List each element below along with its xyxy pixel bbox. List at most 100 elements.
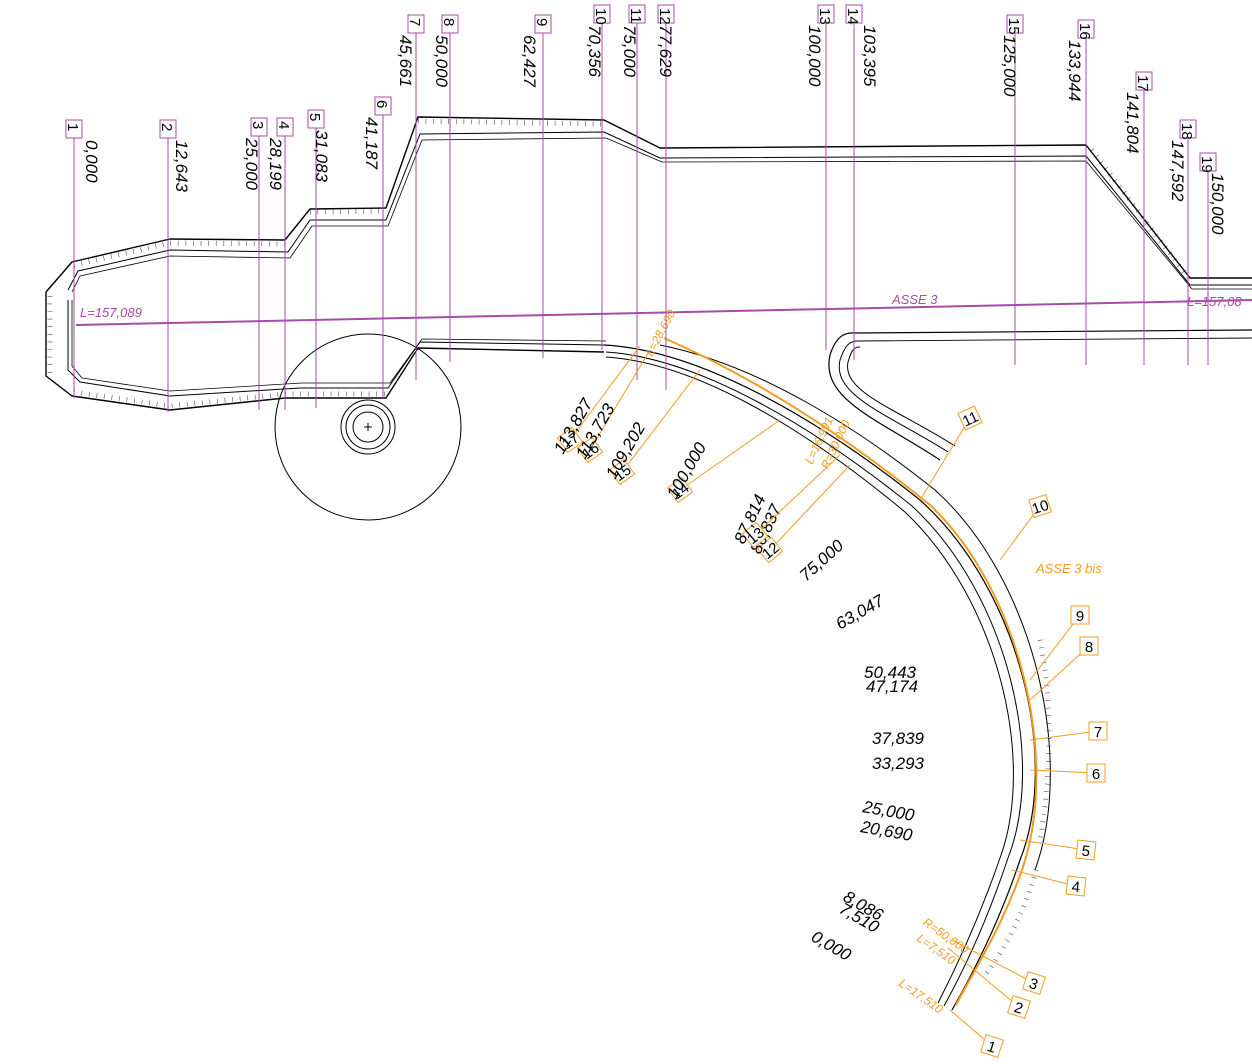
axis3-section-number: 2: [158, 123, 175, 131]
axis3-section-box: [441, 14, 459, 34]
axis3bis-section-box: [756, 536, 784, 564]
axis3-section-chainage: 41,187: [362, 117, 381, 170]
axis3bis-section-number: 8: [1085, 639, 1093, 656]
axis3bis-section-chainage: 63,047: [833, 591, 888, 634]
axis3bis-section-number: 4: [1071, 879, 1081, 897]
roundabout: [274, 333, 462, 521]
axis3-section-box: [276, 117, 294, 137]
axis3bis-section-line: [1019, 839, 1087, 851]
axis3-length-left: L=157,089: [80, 305, 142, 320]
axis3bis-section-box: [1088, 721, 1108, 741]
axis3-section-number: 16: [1076, 23, 1093, 40]
ramp-curve-labels: L=28,690 L=16,991 R=30,000 R=50,000 L=7,…: [642, 307, 971, 1016]
axis3bis-section-number: 13: [744, 524, 768, 548]
axis3-line: L=157,089 L=157,08 ASSE 3: [75, 292, 1252, 326]
axis3-section-number: 18: [1178, 123, 1195, 140]
axis3bis-section-box: [666, 476, 694, 504]
axis3-section-box: [534, 14, 552, 34]
axis3-section-box: [407, 14, 425, 34]
axis3bis-section-line: [951, 939, 1035, 984]
axis3bis-section-number: 15: [611, 461, 634, 485]
axis3-section-box: [374, 96, 392, 116]
axis3bis-section-box: [980, 1034, 1004, 1058]
axis3bis-name: ASSE 3 bis: [1035, 561, 1102, 576]
axis3bis-section-box: [1079, 636, 1099, 656]
axis3bis-section-line: [1011, 869, 1077, 887]
axis3bis-section-box: [556, 426, 584, 454]
axis3-section-box: [1179, 119, 1197, 139]
axis3-section-number: 4: [275, 121, 292, 129]
axis3-section-box: [307, 109, 325, 129]
axis3-section-chainage: 150,000: [1208, 173, 1227, 235]
axis3bis-section-chainage: 37,839: [872, 729, 925, 748]
axis3bis-section-line: [754, 454, 841, 536]
axis3-section-number: 15: [1005, 18, 1022, 35]
axis3-section-box: [628, 4, 646, 24]
axis3-section-chainage: 125,000: [1000, 35, 1019, 97]
axis3bis-section-line: [947, 947, 1020, 1008]
axis3-section-number: 13: [816, 8, 833, 25]
axis3bis-section-box: [608, 458, 636, 486]
axis3bis-section-box: [957, 405, 983, 431]
axis3-sections: 10,000212,643325,000428,199531,083641,18…: [64, 4, 1227, 412]
axis3-section-box: [250, 117, 268, 137]
axis3bis-section-line: [621, 369, 701, 473]
axis3bis-section-number: 10: [1030, 497, 1051, 518]
axis3-section-number: 6: [373, 100, 390, 108]
axis3-section-chainage: 70,356: [585, 25, 604, 78]
axis3-section-chainage: 45,661: [396, 35, 415, 87]
axis3bis-section-number: 9: [1076, 608, 1084, 625]
axis3bis-section-box: [1070, 605, 1090, 625]
axis3bis-section-line: [589, 349, 651, 451]
axis3bis-section-number: 5: [1081, 843, 1091, 861]
axis3bis-centerline: [663, 337, 1038, 1006]
axis3bis-section-box: [1007, 995, 1031, 1019]
axis3-section-number: 5: [306, 113, 323, 121]
axis3bis-section-number: 17: [559, 429, 582, 453]
axis3bis-section-box: [576, 436, 604, 464]
axis3-section-box: [1199, 152, 1217, 172]
ramp-outline: [603, 332, 1052, 1011]
axis3-section-chainage: 141,804: [1123, 92, 1142, 153]
axis3-section-box: [593, 4, 611, 24]
axis3-section-number: 9: [533, 18, 550, 26]
axis3bis-section-number: 14: [669, 479, 692, 503]
axis3-section-box: [817, 4, 835, 24]
axis3-section-box: [845, 4, 863, 24]
axis3-section-number: 3: [249, 121, 266, 129]
axis3bis-section-box: [1086, 763, 1106, 783]
axis3-section-box: [65, 119, 83, 139]
axis3bis-section-box: [1028, 494, 1052, 518]
axis3-section-number: 12: [656, 8, 673, 25]
axis3bis-section-line: [679, 419, 781, 491]
axis3bis-section-line: [1029, 730, 1099, 741]
axis3bis-section-number: 16: [579, 439, 602, 463]
axis3bis-section-box: [741, 521, 769, 549]
axis3bis-section-line: [919, 417, 971, 501]
axis3-section-chainage: 12,643: [172, 140, 191, 193]
axis3-length-right: L=157,08: [1187, 294, 1242, 309]
axis3-section-number: 17: [1134, 75, 1151, 92]
axis3bis-section-box: [1075, 839, 1097, 861]
axis3bis-section-line: [769, 464, 851, 551]
axis3-section-box: [1135, 71, 1153, 91]
axis3-section-chainage: 50,000: [432, 35, 451, 88]
axis3-section-chainage: 133,944: [1065, 40, 1084, 101]
axis3-section-chainage: 100,000: [805, 25, 824, 87]
axis3bis-section-line: [1029, 769, 1097, 774]
axis3bis-section-line: [1029, 614, 1081, 681]
axis3bis-section-number: 6: [1092, 766, 1100, 783]
axis3bis-section-number: 12: [759, 539, 783, 563]
axis3-section-number: 11: [627, 8, 644, 24]
axis3bis-section-chainage: 75,000: [796, 536, 848, 585]
axis3bis-section-line: [569, 345, 641, 441]
axis3-section-box: [1006, 14, 1024, 34]
axis3-section-chainage: 25,000: [242, 137, 261, 191]
axis3-section-number: 8: [440, 18, 457, 26]
axis3bis-section-box: [1065, 875, 1087, 897]
axis3bis-section-chainage: 0,000: [808, 927, 855, 965]
axis3-name: ASSE 3: [891, 292, 938, 307]
axis3-section-number: 14: [844, 8, 861, 25]
curve-label: L=28,690: [642, 307, 678, 358]
